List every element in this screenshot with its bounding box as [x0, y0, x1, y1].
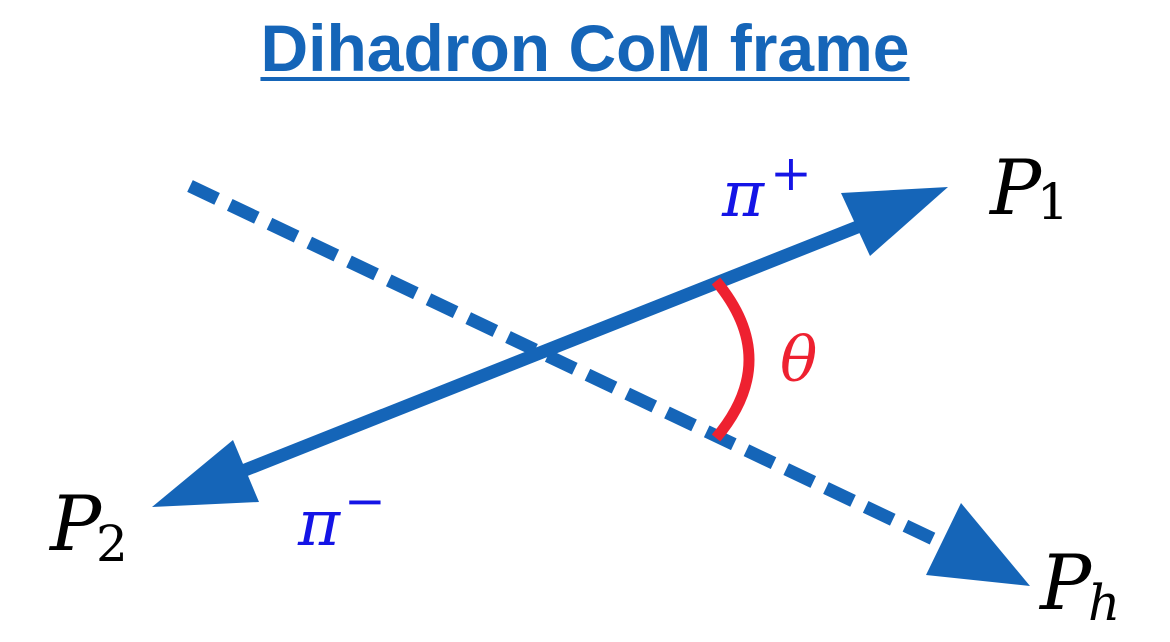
ph-label: P h	[1038, 538, 1120, 632]
pi-plus-label: π +	[721, 144, 812, 232]
pi-minus-label: π −	[297, 472, 386, 561]
pion-axis-line	[232, 215, 873, 481]
p2-symbol: P	[48, 479, 103, 568]
p2-subscript: 2	[96, 515, 128, 573]
ph-subscript: h	[1088, 574, 1120, 632]
p1-label: P 1	[988, 143, 1069, 232]
pi-minus-sign: −	[344, 472, 386, 530]
p1-symbol: P	[988, 143, 1043, 232]
pi-plus-sign: +	[770, 144, 812, 202]
p2-label: P 2	[48, 479, 128, 573]
diagram-title: Dihadron CoM frame	[260, 11, 910, 85]
ph-direction-dashed-line	[187, 180, 951, 552]
theta-angle-arc	[711, 277, 755, 442]
p2-arrowhead	[152, 440, 259, 507]
theta-label: θ	[780, 323, 817, 396]
ph-arrowhead	[926, 503, 1030, 586]
ph-symbol: P	[1038, 538, 1093, 627]
p1-arrowhead	[841, 187, 948, 256]
pi-minus-symbol: π	[297, 487, 341, 561]
p1-subscript: 1	[1037, 173, 1069, 231]
pi-plus-symbol: π	[721, 158, 765, 232]
